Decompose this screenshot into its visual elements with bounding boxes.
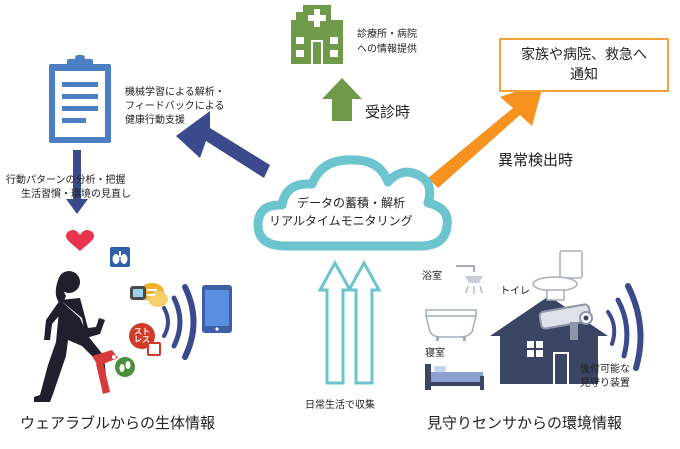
heart-icon <box>66 230 94 251</box>
sensor-label: 見守りセンサからの環境情報 <box>427 414 623 432</box>
stress-badge-line1: スト <box>134 327 150 336</box>
footprint-icon <box>115 357 135 377</box>
camera-label-line2: 見守り装置 <box>580 378 630 389</box>
ml-label-line2: フィードバックによる <box>125 101 225 112</box>
notify-line1: 家族や病院、救急へ <box>521 47 647 63</box>
chat-bubble-icon <box>140 283 168 307</box>
bedroom-label: 寝室 <box>425 348 445 359</box>
security-camera-icon <box>538 303 593 340</box>
notify-text: 家族や病院、救急へ 通知 <box>501 45 667 86</box>
clipboard-icon <box>49 55 111 143</box>
camera-label-line1: 後付可能な <box>580 364 630 375</box>
stress-badge-icon <box>129 323 161 356</box>
clinic-label-line1: 診療所・病院 <box>357 29 417 40</box>
clinic-label-line2: への情報提供 <box>357 44 417 55</box>
bed-icon <box>425 364 484 390</box>
behavior-label-line1: 行動パターンの分析・把握 <box>6 175 126 186</box>
ml-label-line3: 健康行動支援 <box>125 115 185 126</box>
smartwatch-icon <box>130 286 146 300</box>
wearable-signal-icon <box>162 284 197 360</box>
toilet-label: トイレ <box>500 286 530 297</box>
feedback-arrow <box>176 111 270 178</box>
anomaly-label: 異常検出時 <box>498 151 574 169</box>
stress-badge-line2: レス <box>134 335 150 345</box>
sensor-signal-icon <box>606 283 644 371</box>
cloud-icon <box>253 155 452 251</box>
visit-arrow <box>322 78 362 121</box>
smartphone-icon <box>202 285 232 333</box>
toilet-icon <box>532 250 583 301</box>
bath-label: 浴室 <box>422 271 442 282</box>
notify-line2: 通知 <box>570 67 598 84</box>
notify-box: 家族や病院、救急へ 通知 <box>499 38 669 92</box>
ml-label-line1: 機械学習による解析・ <box>125 87 225 98</box>
analysis-down-arrow <box>66 150 88 214</box>
behavior-label-line2: 生活習慣・環境の見直し <box>21 189 131 200</box>
daily-collection-label: 日常生活で収集 <box>305 400 375 411</box>
anomaly-arrow <box>428 82 544 188</box>
hospital-icon <box>291 5 343 64</box>
bathtub-icon <box>425 309 477 341</box>
wearable-label: ウェアラブルからの生体情報 <box>20 414 216 432</box>
lungs-app-icon <box>110 247 130 267</box>
house-icon <box>490 296 608 384</box>
collection-arrows <box>317 259 382 385</box>
walking-person-icon <box>34 271 106 402</box>
shower-head-icon <box>456 265 483 294</box>
cloud-label-line2: リアルタイムモニタリング <box>269 214 413 228</box>
leg-brace-icon <box>92 350 118 394</box>
cloud-label-line1: データの蓄積・解析 <box>297 196 406 210</box>
visit-label: 受診時 <box>365 103 411 121</box>
stress-badge-text: スト レス <box>134 327 150 345</box>
